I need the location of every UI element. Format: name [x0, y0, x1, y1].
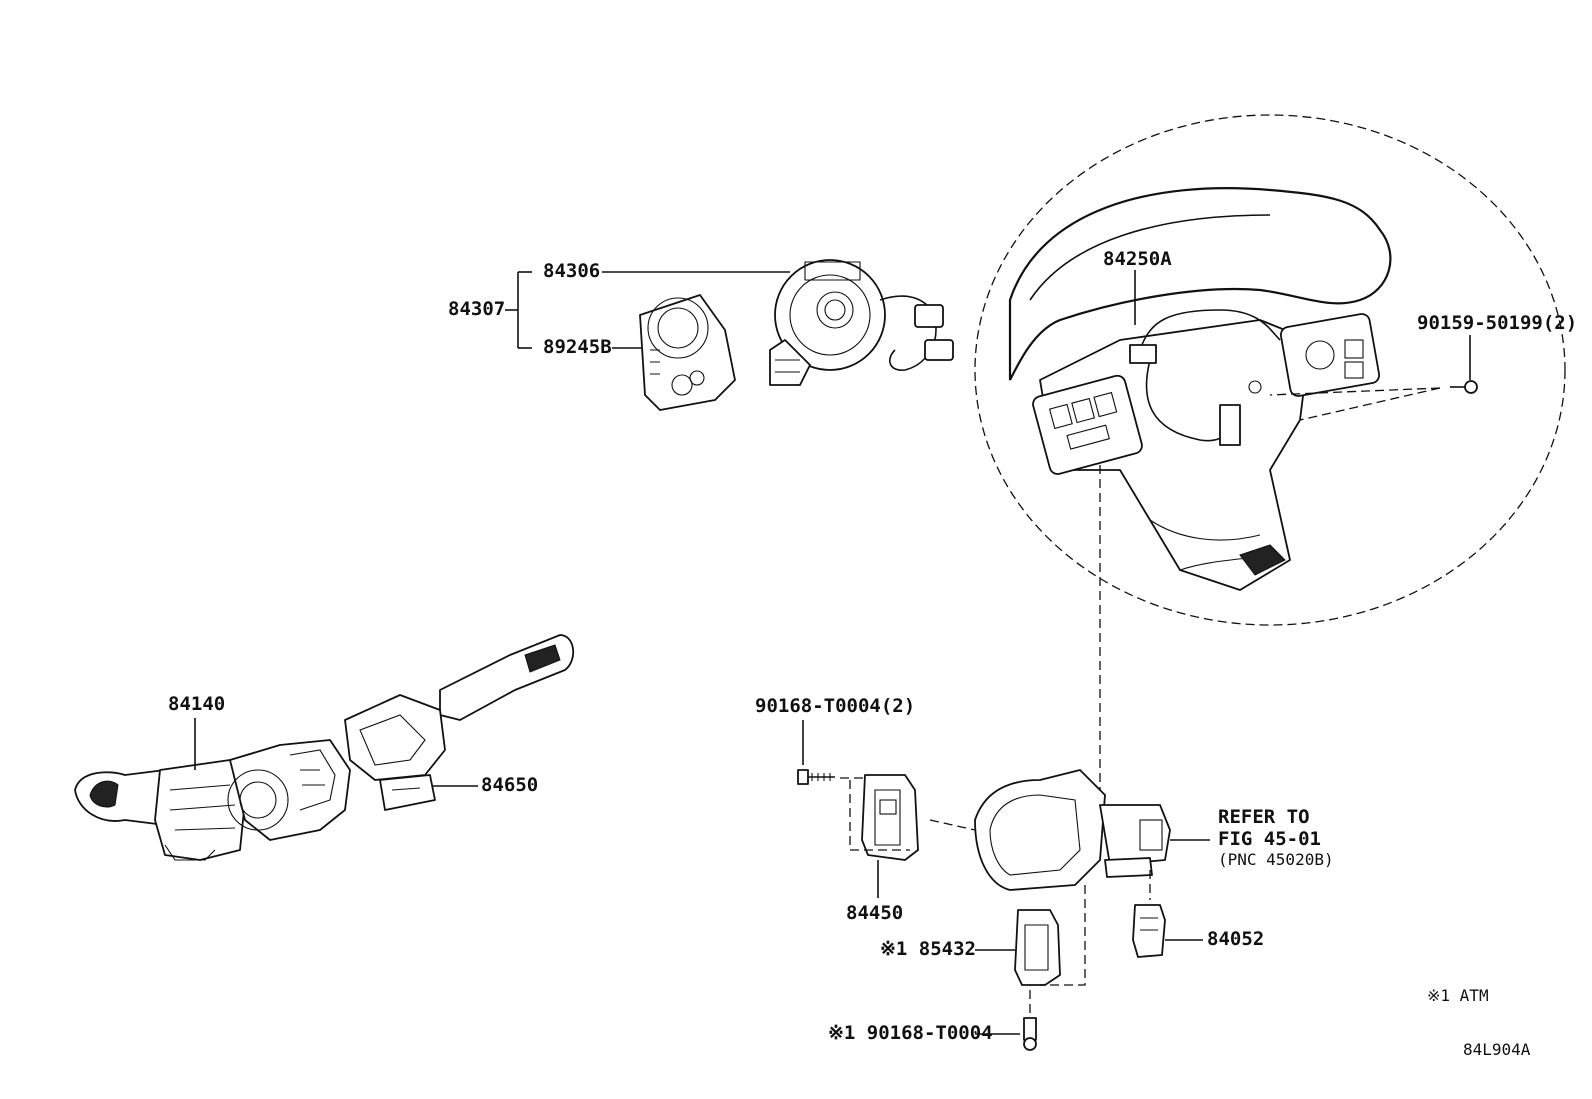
refer-line-2: FIG 45-01 [1218, 828, 1321, 850]
shift-lock-switch-85432 [975, 885, 1086, 986]
label-84650: 84650 [481, 774, 539, 796]
label-84307: 84307 [448, 298, 506, 320]
screw-90168-lower-icon [975, 990, 1037, 1051]
refer-line-1: REFER TO [1218, 806, 1310, 828]
atm-note: ※1 ATM [1427, 986, 1489, 1005]
turn-signal-switch-84140 [74, 718, 246, 861]
switch-84450 [849, 774, 976, 898]
wiper-switch-84650 [344, 634, 574, 811]
spiral-cable-84306 [769, 259, 954, 386]
label-90168-t0004: ※1 90168-T0004 [828, 1022, 993, 1044]
switch-84052 [1132, 870, 1203, 958]
screw-90168-upper-icon [797, 720, 870, 785]
label-84450: 84450 [846, 902, 904, 924]
label-84306: 84306 [543, 260, 601, 282]
refer-line-3: (PNC 45020B) [1218, 850, 1334, 869]
label-84052: 84052 [1207, 928, 1265, 950]
assembly-bracket-84307 [505, 271, 790, 349]
steering-wheel-outline [974, 114, 1566, 626]
steering-sensor-89245b [639, 294, 736, 411]
label-89245b: 89245B [543, 336, 612, 358]
combination-switch-body [227, 739, 351, 841]
screw-90159-icon [1269, 335, 1478, 421]
label-84250a: 84250A [1103, 248, 1172, 270]
steering-column-cover [974, 769, 1210, 891]
label-84140: 84140 [168, 693, 226, 715]
label-85432: ※1 85432 [880, 938, 976, 960]
figure-code: 84L904A [1463, 1040, 1531, 1059]
label-90159-50199: 90159-50199(2) [1417, 312, 1578, 334]
label-90168-t0004-2: 90168-T0004(2) [755, 695, 916, 717]
